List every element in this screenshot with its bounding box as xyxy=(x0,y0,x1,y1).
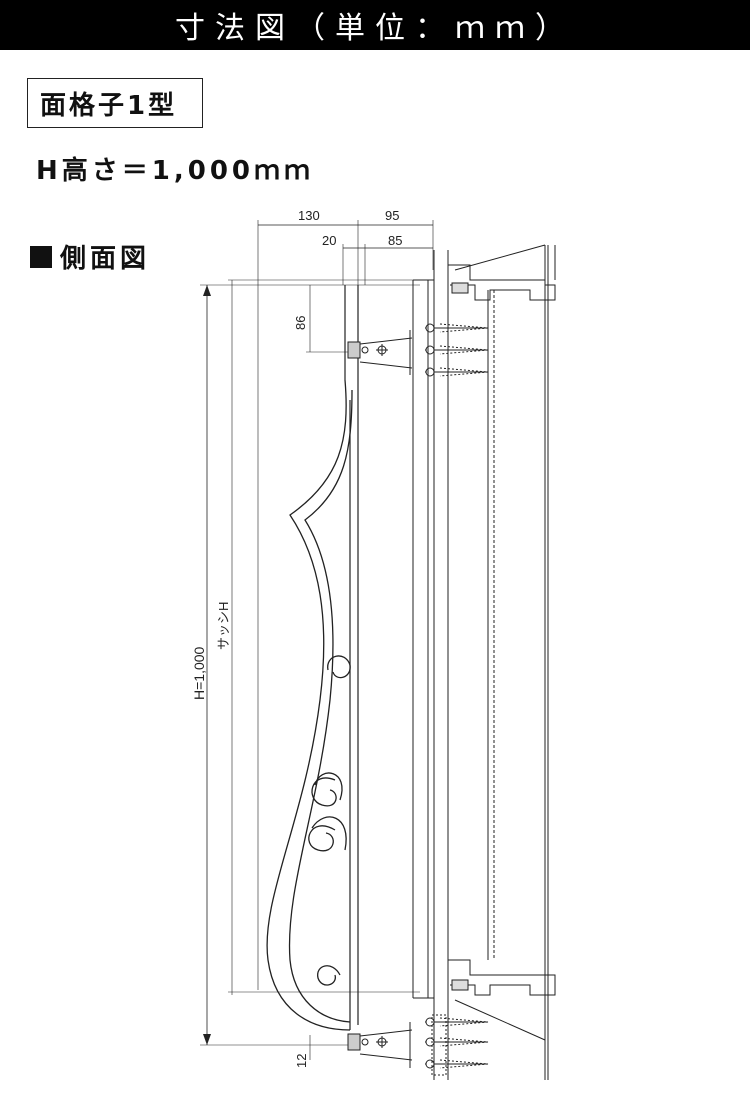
bottom-bracket xyxy=(347,1022,413,1068)
dim-95: 95 xyxy=(385,208,399,223)
top-dimension-group: 130 95 20 85 xyxy=(257,208,434,990)
dim-12: 12 xyxy=(294,1054,309,1068)
header-title: 寸法図（単位：ｍｍ） xyxy=(175,11,575,46)
page-header: 寸法図（単位：ｍｍ） xyxy=(0,0,750,50)
top-bracket xyxy=(347,330,413,375)
height-label: H高さ＝1,000ｍｍ xyxy=(36,156,315,186)
dim-85: 85 xyxy=(388,233,402,248)
dim-overall-height: H=1,000 xyxy=(191,646,207,700)
dim-130: 130 xyxy=(298,208,320,223)
square-bullet-icon xyxy=(30,245,52,268)
type-label-text: 面格子1型 xyxy=(40,90,178,121)
view-label: 側面図 xyxy=(30,238,150,275)
dim-sash-height: サッシH xyxy=(216,602,231,650)
view-label-text: 側面図 xyxy=(60,244,151,274)
dim-20: 20 xyxy=(322,233,336,248)
window-frame xyxy=(412,244,556,1080)
grille-bar xyxy=(344,285,359,1030)
bottom-screws xyxy=(425,1014,489,1076)
dim-86: 86 xyxy=(293,316,308,330)
decorative-scroll-profile xyxy=(266,379,353,1031)
left-dimension-group: 86 H=1,000 サッシH 12 xyxy=(191,279,420,1068)
type-label-box: 面格子1型 xyxy=(27,78,203,128)
